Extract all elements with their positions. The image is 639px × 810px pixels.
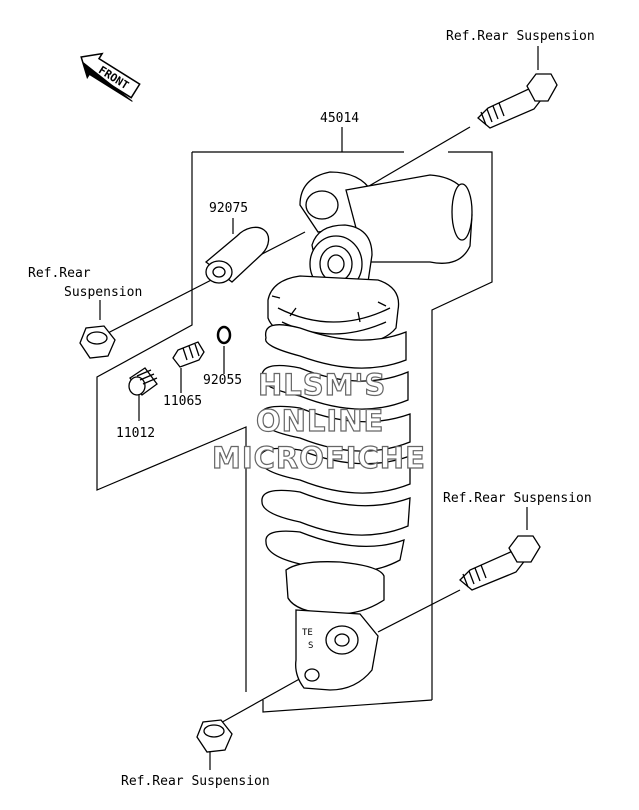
ref-rear-suspension-mid-right: Ref.Rear Suspension [443, 491, 592, 506]
part-number-assembly: 45014 [320, 111, 359, 126]
bushing-92075 [204, 226, 270, 284]
part-number-bushing: 92075 [209, 201, 248, 216]
oring-92055 [216, 325, 232, 345]
leader-lines [96, 46, 539, 770]
ref-rear-suspension-top-right: Ref.Rear Suspension [446, 29, 595, 44]
lower-bolt [459, 535, 541, 591]
shock-absorber: TE S [259, 171, 473, 691]
bottom-nut [196, 719, 233, 753]
ref-suspension-label-left: Suspension [64, 285, 142, 300]
svg-text:TE: TE [302, 628, 313, 638]
top-bolt [477, 73, 558, 129]
watermark-line-1: HLSM'S [258, 368, 386, 402]
part-number-nipple: 11065 [163, 394, 202, 409]
watermark: HLSM'S ONLINE MICROFICHE [211, 367, 426, 475]
ref-rear-label-left: Ref.Rear [28, 266, 91, 281]
svg-text:S: S [308, 641, 313, 651]
part-number-cap: 11012 [116, 426, 155, 441]
watermark-line-2: ONLINE [256, 404, 384, 438]
front-arrow-icon: FRONT [80, 52, 141, 102]
nipple-11065 [172, 341, 205, 368]
watermark-line-3: MICROFICHE [212, 441, 426, 475]
part-number-oring: 92055 [203, 373, 242, 388]
left-nut [79, 325, 116, 359]
ref-rear-suspension-bottom: Ref.Rear Suspension [121, 774, 270, 789]
valve-cap-11012 [128, 367, 158, 396]
